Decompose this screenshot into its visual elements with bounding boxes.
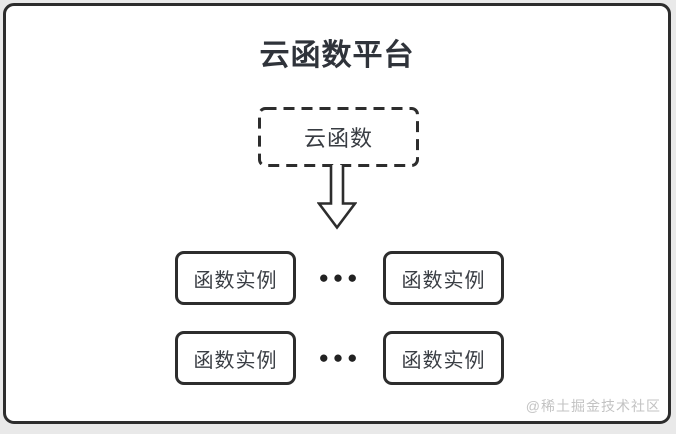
ellipsis: ●●●: [318, 348, 362, 367]
function-instance-node: 函数实例: [383, 331, 504, 385]
dashed-border: [258, 107, 419, 167]
page-title: 云函数平台: [259, 39, 415, 72]
diagram-frame: 云函数平台 云函数 函数实例 ●●● 函数实例 函数实例 ●●● 函数实例 @稀…: [3, 3, 671, 424]
function-instance-label: 函数实例: [401, 269, 486, 292]
function-instance-node: 函数实例: [175, 331, 296, 385]
function-instance-label: 函数实例: [193, 269, 278, 292]
down-arrow-icon: [317, 165, 357, 230]
function-instance-label: 函数实例: [193, 349, 278, 372]
function-instance-node: 函数实例: [383, 251, 504, 305]
function-instance-node: 函数实例: [175, 251, 296, 305]
watermark: @稀土掘金技术社区: [525, 398, 661, 414]
cloud-function-node: 云函数: [258, 107, 419, 167]
function-instance-label: 函数实例: [401, 349, 486, 372]
ellipsis: ●●●: [318, 268, 362, 287]
cloud-function-label: 云函数: [303, 126, 373, 151]
